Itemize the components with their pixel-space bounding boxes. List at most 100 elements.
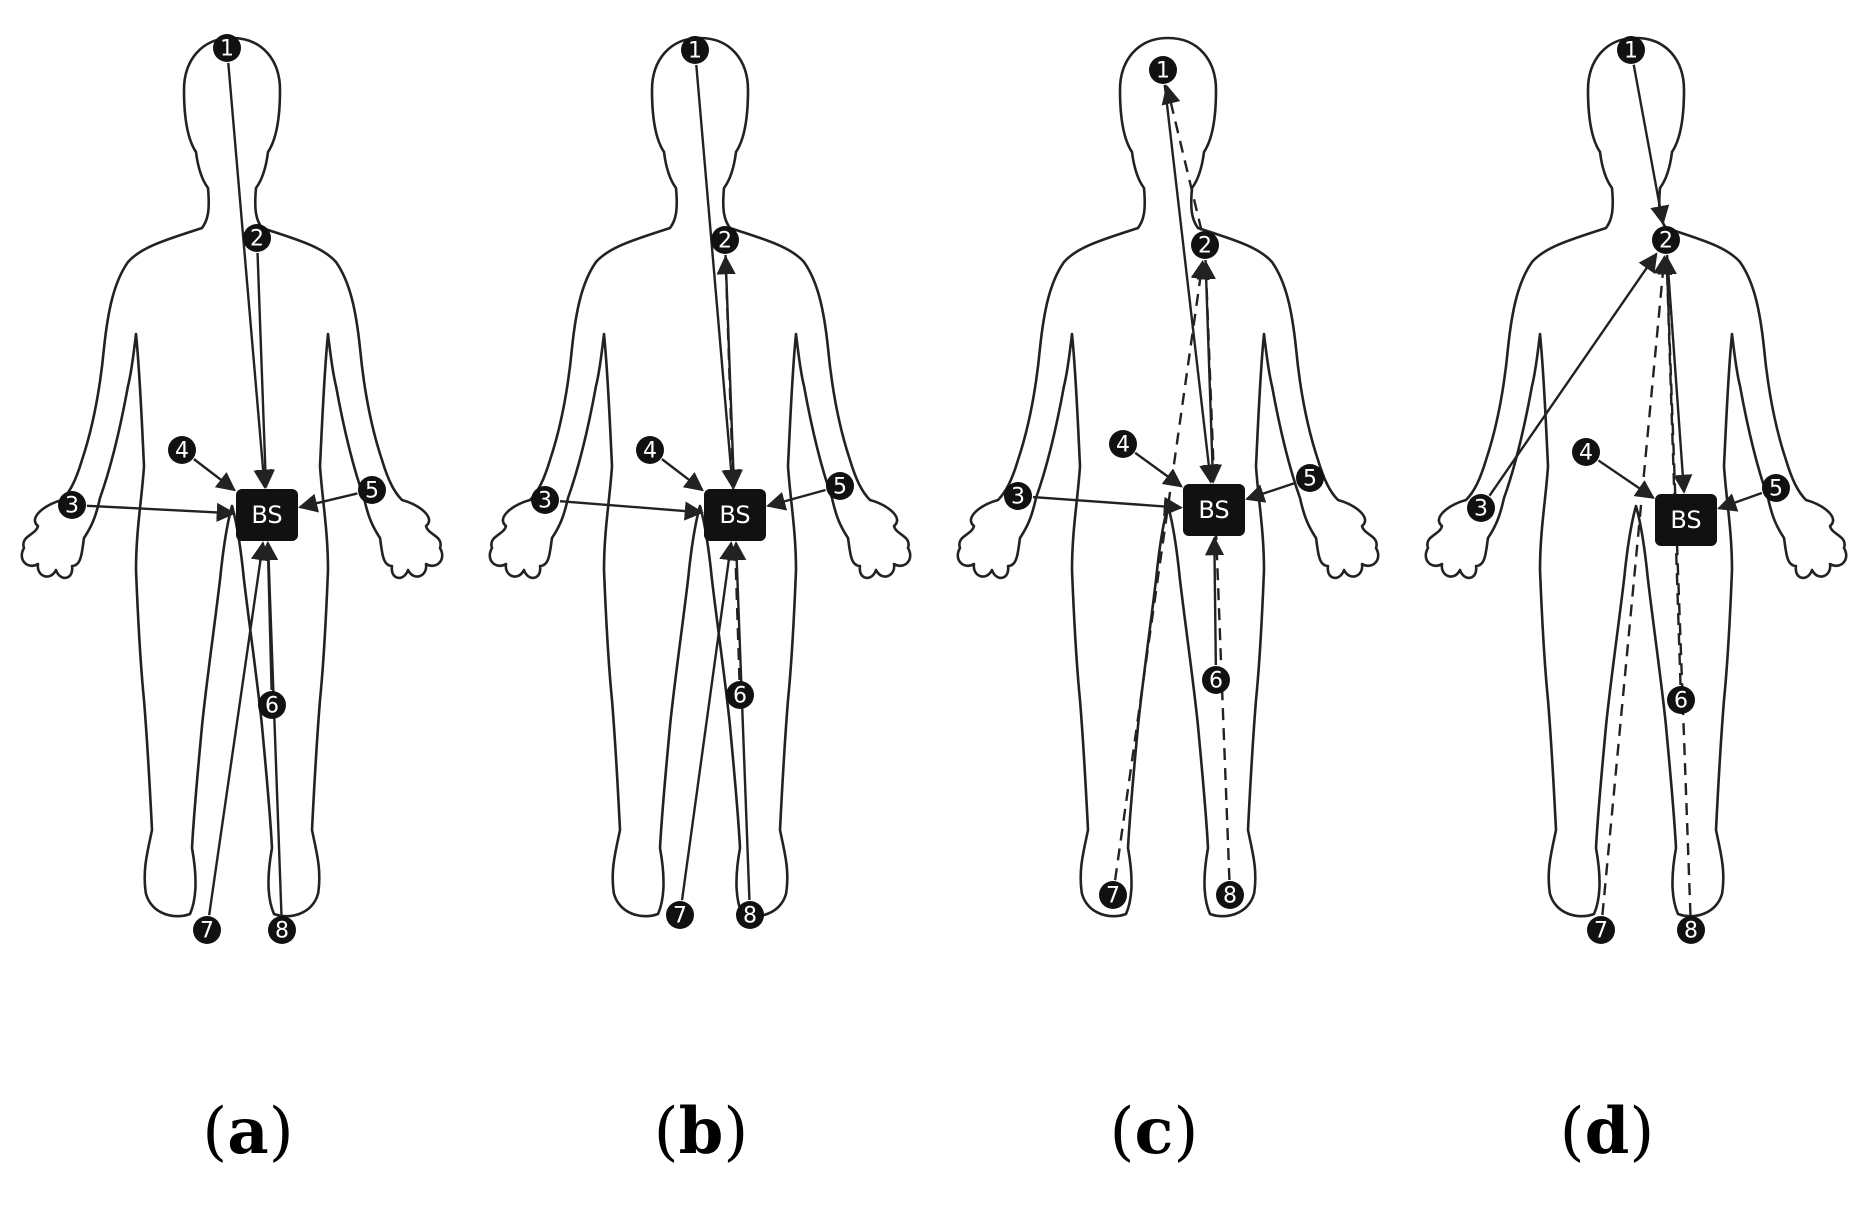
sensor-node-4 xyxy=(168,436,196,464)
sensor-node-label-2: 2 xyxy=(1659,229,1673,254)
sensor-node-7 xyxy=(666,901,694,929)
sensor-node-4 xyxy=(1109,430,1137,458)
sensor-node-5 xyxy=(358,476,386,504)
sensor-node-2 xyxy=(1191,231,1219,259)
sensor-node-5 xyxy=(1296,464,1324,492)
link-8-to-2 xyxy=(1196,260,1231,881)
sensor-node-2 xyxy=(1652,226,1680,254)
link-7-to-BS xyxy=(680,541,739,901)
sensor-node-label-3: 3 xyxy=(1011,485,1025,510)
panel-d: BS 1 2 3 4 5 6 7 8 xyxy=(1424,36,1848,944)
link-8-to-BS xyxy=(727,541,751,901)
link-1-to-2 xyxy=(1632,64,1670,226)
sensor-node-1 xyxy=(1617,36,1645,64)
sensor-node-label-6: 6 xyxy=(1674,689,1688,714)
sensor-node-6 xyxy=(1202,666,1230,694)
sensor-node-6 xyxy=(1667,686,1695,714)
base-station xyxy=(1655,494,1717,546)
link-1-to-BS xyxy=(1163,84,1219,484)
sensor-node-label-1: 1 xyxy=(1624,39,1638,64)
link-7-to-2 xyxy=(1113,259,1210,881)
sensor-node-5 xyxy=(1762,474,1790,502)
sensor-node-2 xyxy=(243,224,271,252)
sensor-node-1 xyxy=(681,36,709,64)
caption-b: (b) xyxy=(653,1094,749,1169)
sensor-node-4 xyxy=(636,436,664,464)
sensor-node-label-8: 8 xyxy=(275,919,289,944)
sensor-node-label-4: 4 xyxy=(1579,441,1593,466)
base-station xyxy=(704,489,766,541)
link-4-to-BS xyxy=(193,458,236,492)
sensor-node-1 xyxy=(1149,56,1177,84)
link-6-to-2 xyxy=(1657,255,1682,686)
sensor-node-3 xyxy=(58,491,86,519)
sensor-node-7 xyxy=(193,916,221,944)
base-station xyxy=(1183,484,1245,536)
link-5-to-BS xyxy=(766,488,826,511)
sensor-node-label-5: 5 xyxy=(1303,467,1317,492)
sensor-node-label-2: 2 xyxy=(1198,234,1212,259)
link-7-to-BS xyxy=(207,541,270,916)
link-3-to-BS xyxy=(86,502,236,523)
sensor-node-4 xyxy=(1572,438,1600,466)
sensor-node-8 xyxy=(1677,916,1705,944)
sensor-node-label-5: 5 xyxy=(365,479,379,504)
sensor-node-8 xyxy=(736,901,764,929)
sensor-node-label-7: 7 xyxy=(1594,919,1608,944)
link-1-to-BS xyxy=(227,62,273,489)
link-8-to-BS xyxy=(259,541,283,916)
link-5-to-BS xyxy=(298,492,358,513)
sensor-node-label-5: 5 xyxy=(1769,477,1783,502)
sensor-node-label-1: 1 xyxy=(220,37,234,62)
link-2-to-BS xyxy=(1665,254,1693,494)
caption-d: (d) xyxy=(1559,1094,1655,1169)
link-4-to-BS xyxy=(1597,459,1655,499)
link-8-to-2 xyxy=(1657,255,1692,916)
caption-c: (c) xyxy=(1109,1094,1199,1169)
link-3-to-2 xyxy=(1488,252,1658,497)
sensor-node-label-7: 7 xyxy=(200,919,214,944)
link-5-to-BS xyxy=(1245,481,1297,503)
caption-a: (a) xyxy=(202,1094,294,1169)
sensor-node-7 xyxy=(1099,881,1127,909)
sensor-node-label-3: 3 xyxy=(1474,497,1488,522)
sensor-node-6 xyxy=(726,681,754,709)
sensor-node-label-7: 7 xyxy=(673,904,687,929)
body-outline-a xyxy=(20,36,444,918)
sensor-node-6 xyxy=(258,691,286,719)
sensor-node-label-2: 2 xyxy=(718,229,732,254)
sensor-node-3 xyxy=(1467,494,1495,522)
link-5-to-BS xyxy=(1717,491,1763,512)
sensor-node-1 xyxy=(213,34,241,62)
sensor-node-label-8: 8 xyxy=(1223,884,1237,909)
sensor-node-3 xyxy=(531,486,559,514)
sensor-node-label-2: 2 xyxy=(250,227,264,252)
sensor-node-label-3: 3 xyxy=(538,489,552,514)
link-6-to-2 xyxy=(716,255,741,681)
sensor-node-2 xyxy=(711,226,739,254)
link-2-to-BS xyxy=(255,252,275,489)
base-station-label: BS xyxy=(719,501,750,529)
sensor-node-3 xyxy=(1004,482,1032,510)
base-station xyxy=(236,489,298,541)
sensor-node-label-4: 4 xyxy=(1116,433,1130,458)
link-3-to-BS xyxy=(559,499,704,521)
sensor-node-label-6: 6 xyxy=(1209,669,1223,694)
link-2-to-1 xyxy=(1161,84,1203,231)
link-7-to-2 xyxy=(1601,255,1673,916)
sensor-node-label-7: 7 xyxy=(1106,884,1120,909)
base-station-label: BS xyxy=(1670,506,1701,534)
link-6-to-BS xyxy=(1204,536,1225,666)
sensor-node-label-5: 5 xyxy=(833,475,847,500)
link-4-to-BS xyxy=(1134,451,1183,488)
sensor-node-8 xyxy=(1216,881,1244,909)
sensor-node-label-6: 6 xyxy=(265,694,279,719)
sensor-node-label-1: 1 xyxy=(688,39,702,64)
sensor-node-label-8: 8 xyxy=(1684,919,1698,944)
sensor-node-5 xyxy=(826,472,854,500)
base-station-label: BS xyxy=(1198,496,1229,524)
sensor-node-label-3: 3 xyxy=(65,494,79,519)
